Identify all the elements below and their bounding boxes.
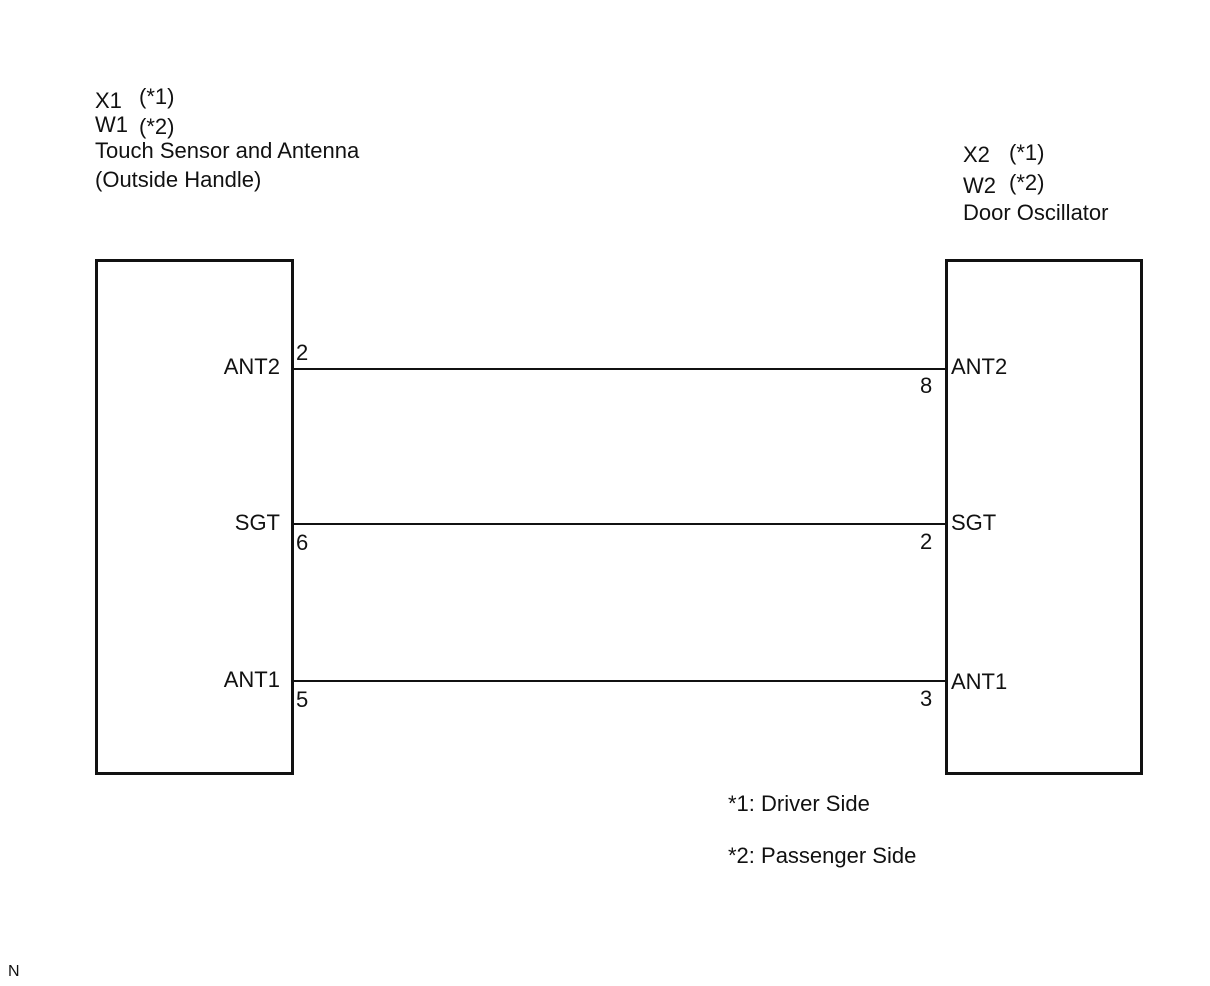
right-signal-label: ANT2 [951,354,1008,379]
left-signal-label: ANT2 [223,354,280,379]
left-pin-number: 6 [296,530,309,555]
wire-ant1 [292,680,947,682]
right-signal-label: ANT1 [951,669,1008,694]
left-signal-label: SGT [234,510,280,535]
corner-mark: N [8,963,20,980]
left-connector-code-passenger-note: (*2) [139,114,175,139]
left-connector-code-driver-note: (*1) [139,84,175,109]
left-connector-name-sub: (Outside Handle) [95,167,262,192]
right-pin-number: 3 [920,686,933,711]
left-pin-number: 5 [296,687,309,712]
right-connector-code-driver: X2 [963,142,990,167]
right-connector-code-passenger: W2 [963,173,996,198]
left-connector-name: Touch Sensor and Antenna [95,138,360,163]
left-pin-number: 2 [296,340,309,365]
right-connector-code-passenger-note: (*2) [1009,170,1045,195]
left-connector-code-driver: X1 [95,88,122,113]
left-connector-box [95,259,294,775]
right-connector-name: Door Oscillator [963,200,1109,225]
wire-sgt [292,523,947,525]
left-connector-code-passenger: W1 [95,112,128,137]
right-pin-number: 2 [920,529,933,554]
right-pin-number: 8 [920,373,933,398]
note-driver-side: *1: Driver Side [728,791,870,816]
right-signal-label: SGT [951,510,997,535]
right-connector-box [945,259,1143,775]
left-signal-label: ANT1 [223,667,280,692]
note-passenger-side: *2: Passenger Side [728,843,917,868]
wire-ant2 [292,368,947,370]
right-connector-code-driver-note: (*1) [1009,140,1045,165]
